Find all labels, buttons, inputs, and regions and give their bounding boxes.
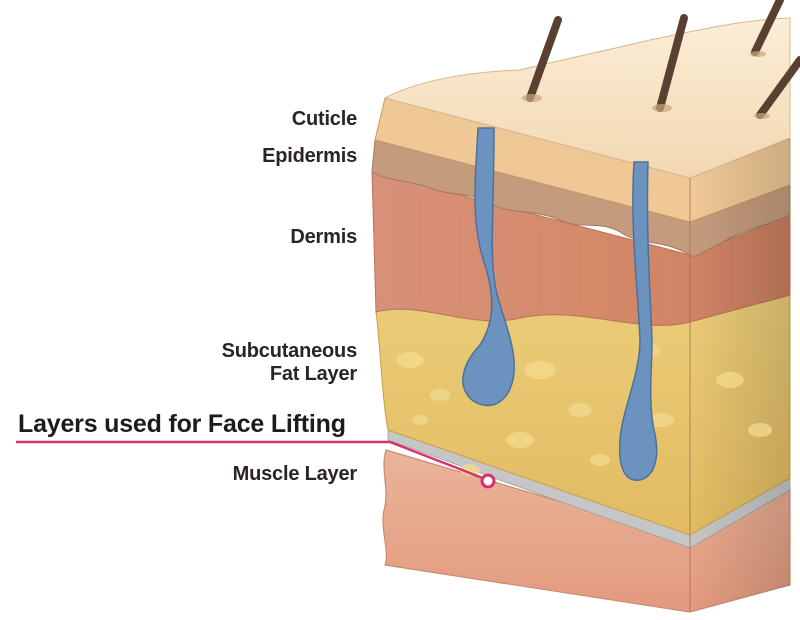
hair-follicle-right	[618, 161, 658, 481]
skin-surface	[383, 17, 791, 179]
pointer-dot-icon	[480, 473, 496, 489]
label-muscle-layer: Muscle Layer	[232, 463, 358, 485]
label-subcutaneous-fat-layer: Subcutaneous Fat Layer	[221, 340, 358, 386]
label-subcutaneous-line2: Fat Layer	[269, 363, 357, 385]
hair-follicles	[462, 127, 658, 481]
pointer-line	[389, 440, 489, 482]
muscle-layer	[382, 449, 791, 613]
hair-shaft	[656, 14, 688, 112]
dermis-texture	[419, 200, 741, 320]
label-epidermis: Epidermis	[262, 145, 357, 167]
label-subcutaneous-line1: Subcutaneous	[221, 340, 358, 362]
label-cuticle: Cuticle	[291, 108, 357, 130]
hair-shaft	[526, 16, 562, 102]
hair-shaft	[751, 0, 784, 56]
hair-shaft	[756, 56, 800, 119]
skin-block	[371, 17, 791, 613]
hair-shafts	[526, 0, 800, 119]
face-lifting-pointer	[16, 440, 496, 489]
label-dermis: Dermis	[290, 226, 357, 248]
label-face-lifting-layers: Layers used for Face Lifting	[18, 410, 346, 438]
hair-follicle-left	[462, 127, 515, 407]
